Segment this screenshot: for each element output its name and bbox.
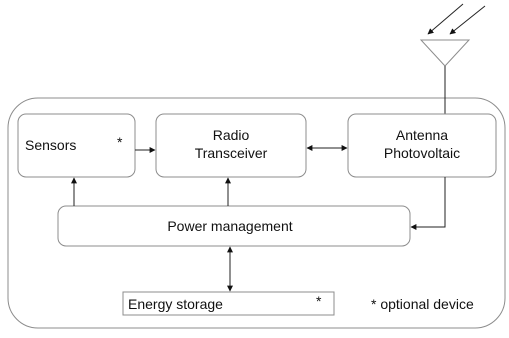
sensors-block: Sensors * — [17, 113, 136, 178]
antenna-label-line2: Photovoltaic — [384, 145, 460, 161]
radio-label-line1: Radio — [213, 127, 250, 143]
power-management-block: Power management — [57, 205, 411, 247]
energy-storage-optional-marker: * — [316, 293, 322, 309]
sensors-optional-marker: * — [117, 134, 123, 150]
sensors-label: Sensors — [25, 137, 76, 153]
incoming-signal-arrows — [427, 3, 486, 35]
energy-storage-block: Energy storage * — [122, 291, 335, 316]
antenna-photovoltaic-block: Antenna Photovoltaic — [347, 113, 497, 178]
antenna-label-line1: Antenna — [396, 127, 448, 143]
radio-label-line2: Transceiver — [195, 145, 268, 161]
energy-storage-label: Energy storage — [128, 296, 223, 312]
power-management-label: Power management — [167, 218, 292, 234]
optional-device-legend: * optional device — [371, 296, 474, 312]
antenna-icon — [419, 39, 471, 114]
node-enclosure — [7, 97, 506, 329]
radio-transceiver-block: Radio Transceiver — [155, 113, 307, 178]
antenna-to-power-arrow — [410, 177, 446, 230]
